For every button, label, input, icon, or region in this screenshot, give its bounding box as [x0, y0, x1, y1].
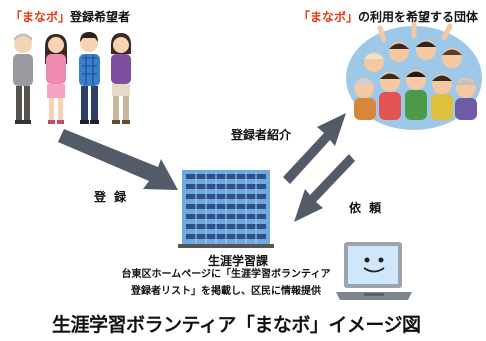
crowd-group: [354, 22, 477, 120]
office-name: 生涯学習課: [208, 254, 269, 268]
arrow-request-icon: [294, 154, 355, 222]
office-description: 台東区ホームページに「生涯学習ボランティア 登録者リスト」を掲載し、区民に情報提…: [112, 266, 340, 300]
woman-purple-figure: [110, 33, 132, 124]
introduce-label: 登録者紹介: [231, 128, 292, 142]
elderly-man-figure: [13, 33, 33, 124]
registrants-label: 「まなボ」登録希望者: [10, 8, 130, 25]
registrants-people-illustration: [13, 32, 132, 124]
register-label: 登 録: [94, 190, 129, 204]
man-plaid-figure: [79, 32, 100, 124]
woman-pink-figure: [44, 34, 68, 124]
organizations-label: 「まなボ」の利用を希望する団体: [298, 8, 478, 25]
request-label: 依 頼: [349, 201, 384, 215]
office-description-line1: 台東区ホームページに「生涯学習ボランティア: [121, 269, 331, 280]
registrants-label-text: 登録希望者: [70, 10, 131, 24]
laptop-icon: [336, 242, 412, 300]
office-description-line2: 登録者リスト」を掲載し、区民に情報提供: [131, 286, 321, 297]
registrants-label-quote: 「まなボ」: [10, 10, 71, 24]
organizations-label-text: の利用を希望する団体: [358, 10, 479, 24]
organizations-crowd-illustration: [346, 22, 482, 130]
organizations-label-quote: 「まなボ」: [298, 10, 359, 24]
arrow-register-icon: [58, 129, 178, 190]
diagram-caption: 生涯学習ボランティア「まなボ」イメージ図: [52, 314, 421, 336]
office-building-icon: [178, 170, 274, 248]
arrow-introduce-icon: [283, 113, 346, 184]
